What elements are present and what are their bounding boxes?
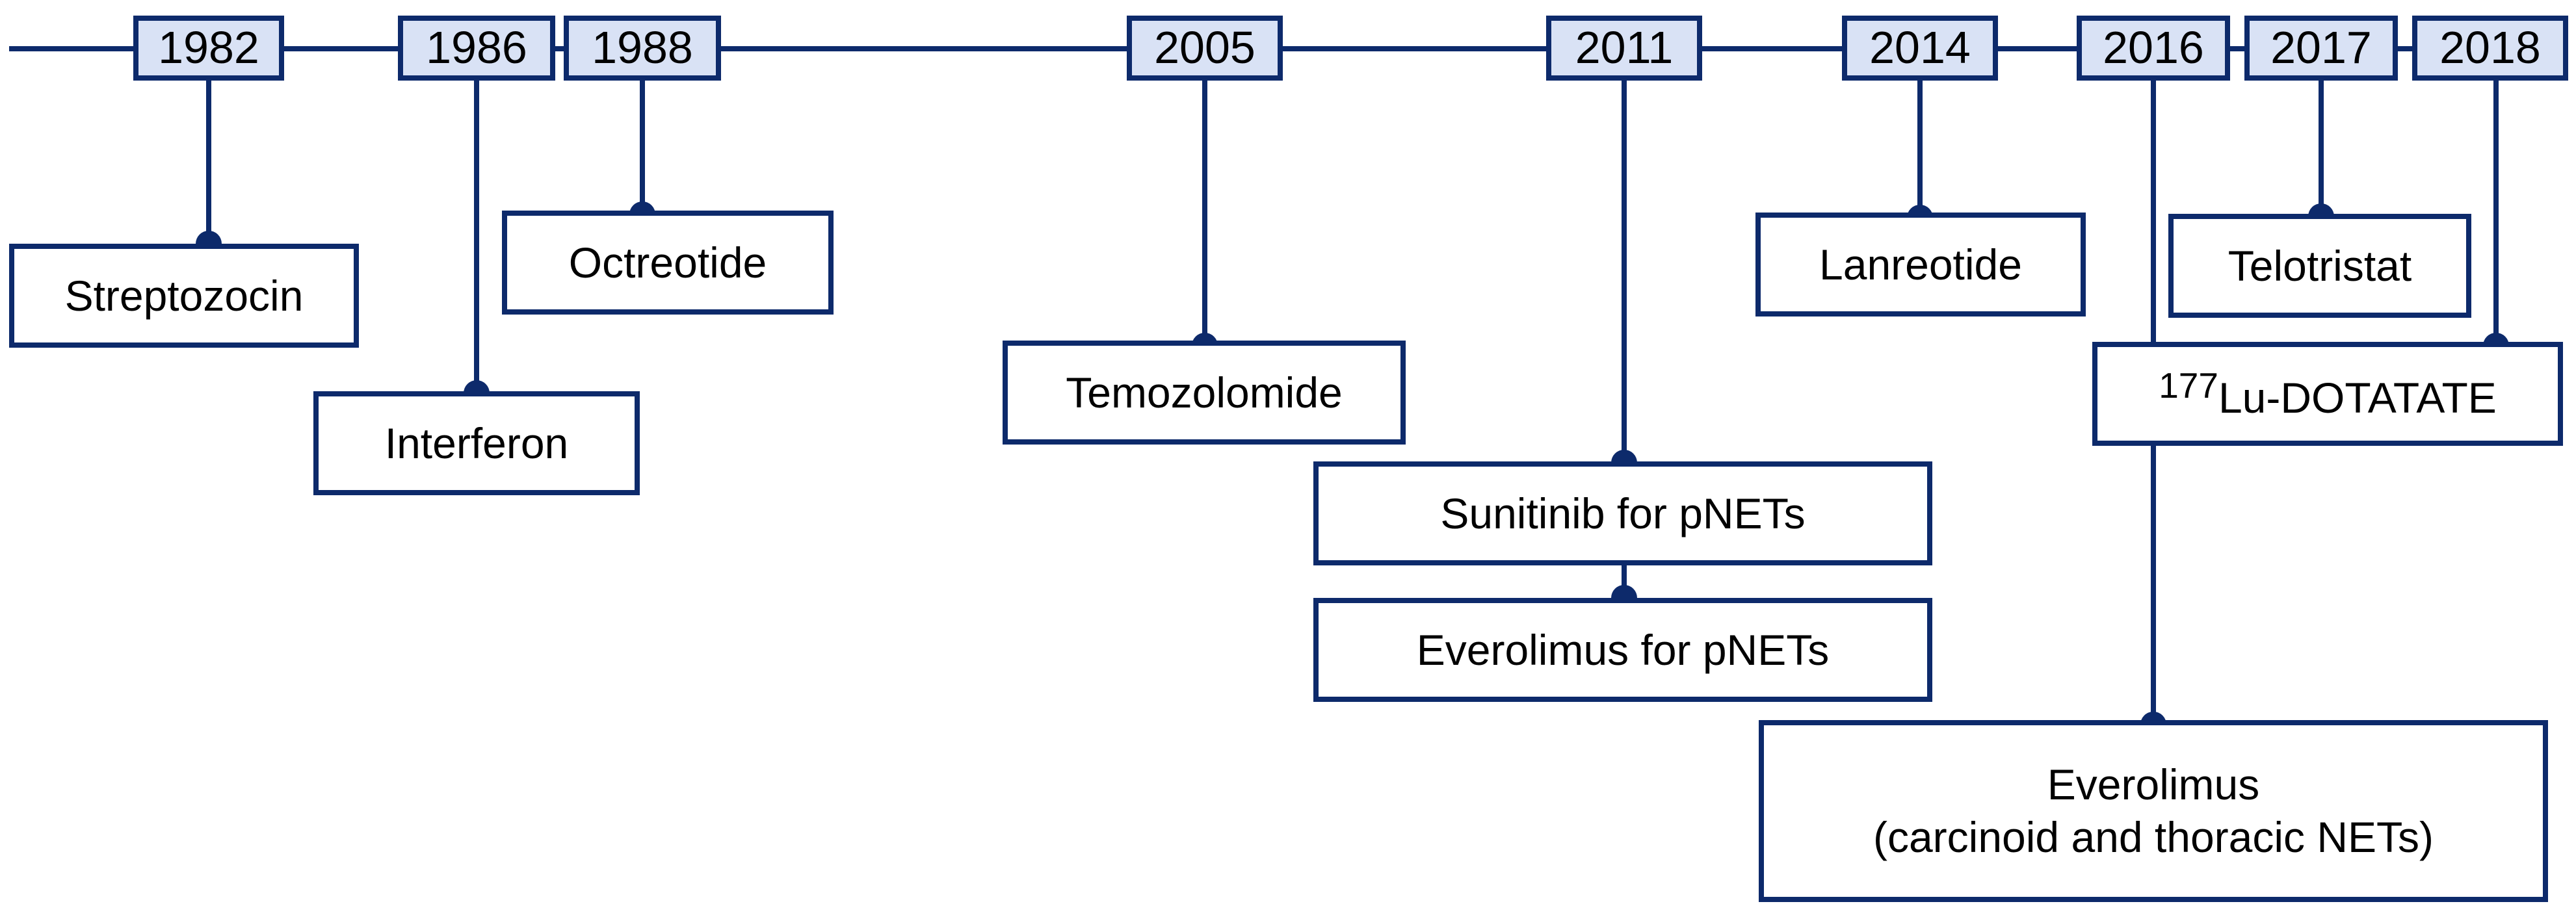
event-temozolomide: Temozolomide <box>1003 341 1406 445</box>
everolimus-carcinoid-label: Everolimus (carcinoid and thoracic NETs) <box>1873 758 2434 863</box>
event-sunitinib: Sunitinib for pNETs <box>1313 461 1932 565</box>
year-2017: 2017 <box>2244 16 2398 81</box>
year-2005: 2005 <box>1127 16 1283 81</box>
lu-dotatate-text: Lu-DOTATATE <box>2218 373 2497 422</box>
year-1986: 1986 <box>398 16 555 81</box>
event-lu-dotatate: 177Lu-DOTATATE <box>2092 342 2563 446</box>
event-everolimus-carcinoid: Everolimus (carcinoid and thoracic NETs) <box>1759 720 2548 902</box>
event-everolimus-pnets: Everolimus for pNETs <box>1313 598 1932 702</box>
year-2014: 2014 <box>1842 16 1998 81</box>
year-1982: 1982 <box>133 16 284 81</box>
year-2011: 2011 <box>1546 16 1702 81</box>
lu-dotatate-superscript: 177 <box>2159 365 2218 406</box>
lu-dotatate-label: 177Lu-DOTATATE <box>2159 364 2497 424</box>
everolimus-carcinoid-line2: (carcinoid and thoracic NETs) <box>1873 813 2434 861</box>
year-1988: 1988 <box>564 16 721 81</box>
everolimus-carcinoid-line1: Everolimus <box>2047 760 2260 809</box>
event-streptozocin: Streptozocin <box>9 244 359 348</box>
event-lanreotide: Lanreotide <box>1755 213 2086 316</box>
event-octreotide: Octreotide <box>502 211 834 315</box>
event-interferon: Interferon <box>313 391 640 495</box>
year-2018: 2018 <box>2412 16 2568 81</box>
event-telotristat: Telotristat <box>2168 214 2471 318</box>
year-2016: 2016 <box>2077 16 2230 81</box>
